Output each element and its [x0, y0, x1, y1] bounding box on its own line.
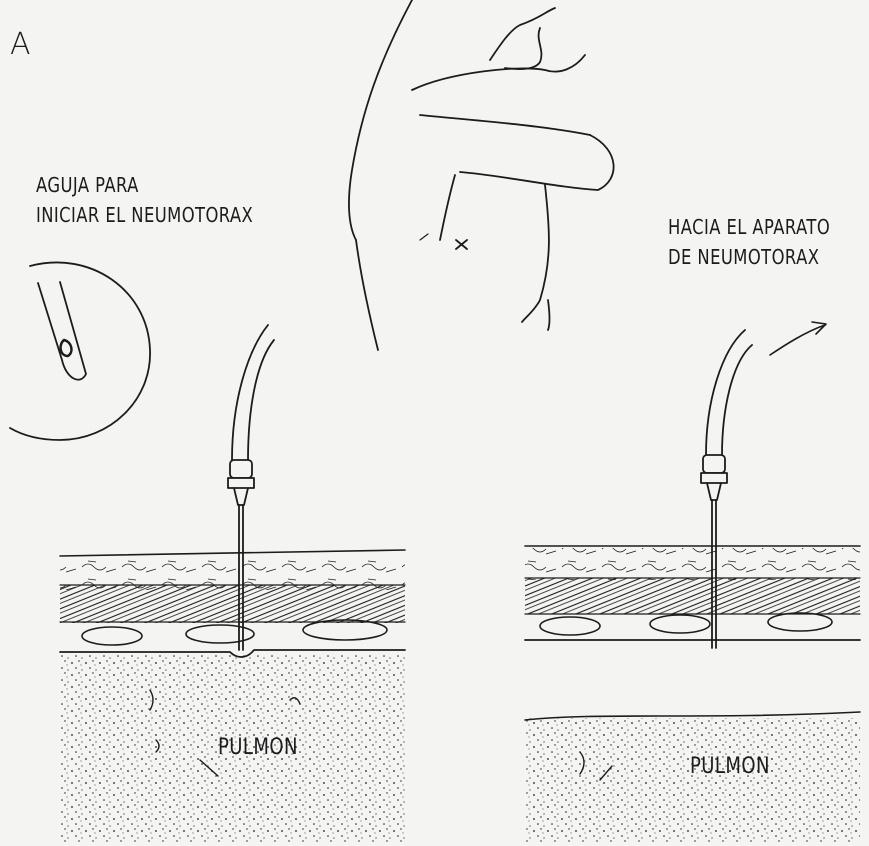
panel-letter: A — [10, 30, 31, 60]
lung-label-left: PULMON — [218, 733, 298, 763]
needle-caption-line-1: AGUJA PARA — [36, 170, 253, 200]
needle-caption-line-2: INICIAR EL NEUMOTORAX — [36, 200, 253, 230]
chest-wall-section-left — [60, 550, 405, 657]
chest-wall-section-right — [525, 546, 860, 640]
needle-tip-detail — [10, 262, 150, 440]
apparatus-caption-line-2: DE NEUMOTORAX — [668, 242, 830, 272]
apparatus-caption: HACIA EL APARATO DE NEUMOTORAX — [668, 212, 830, 272]
lung-label-right: PULMON — [690, 752, 770, 782]
insertion-point-mark — [456, 240, 467, 249]
patient-torso-outline — [349, 0, 614, 350]
needle-caption: AGUJA PARA INICIAR EL NEUMOTORAX — [36, 170, 253, 230]
airflow-arrow — [770, 322, 826, 355]
apparatus-caption-line-1: HACIA EL APARATO — [668, 212, 830, 242]
